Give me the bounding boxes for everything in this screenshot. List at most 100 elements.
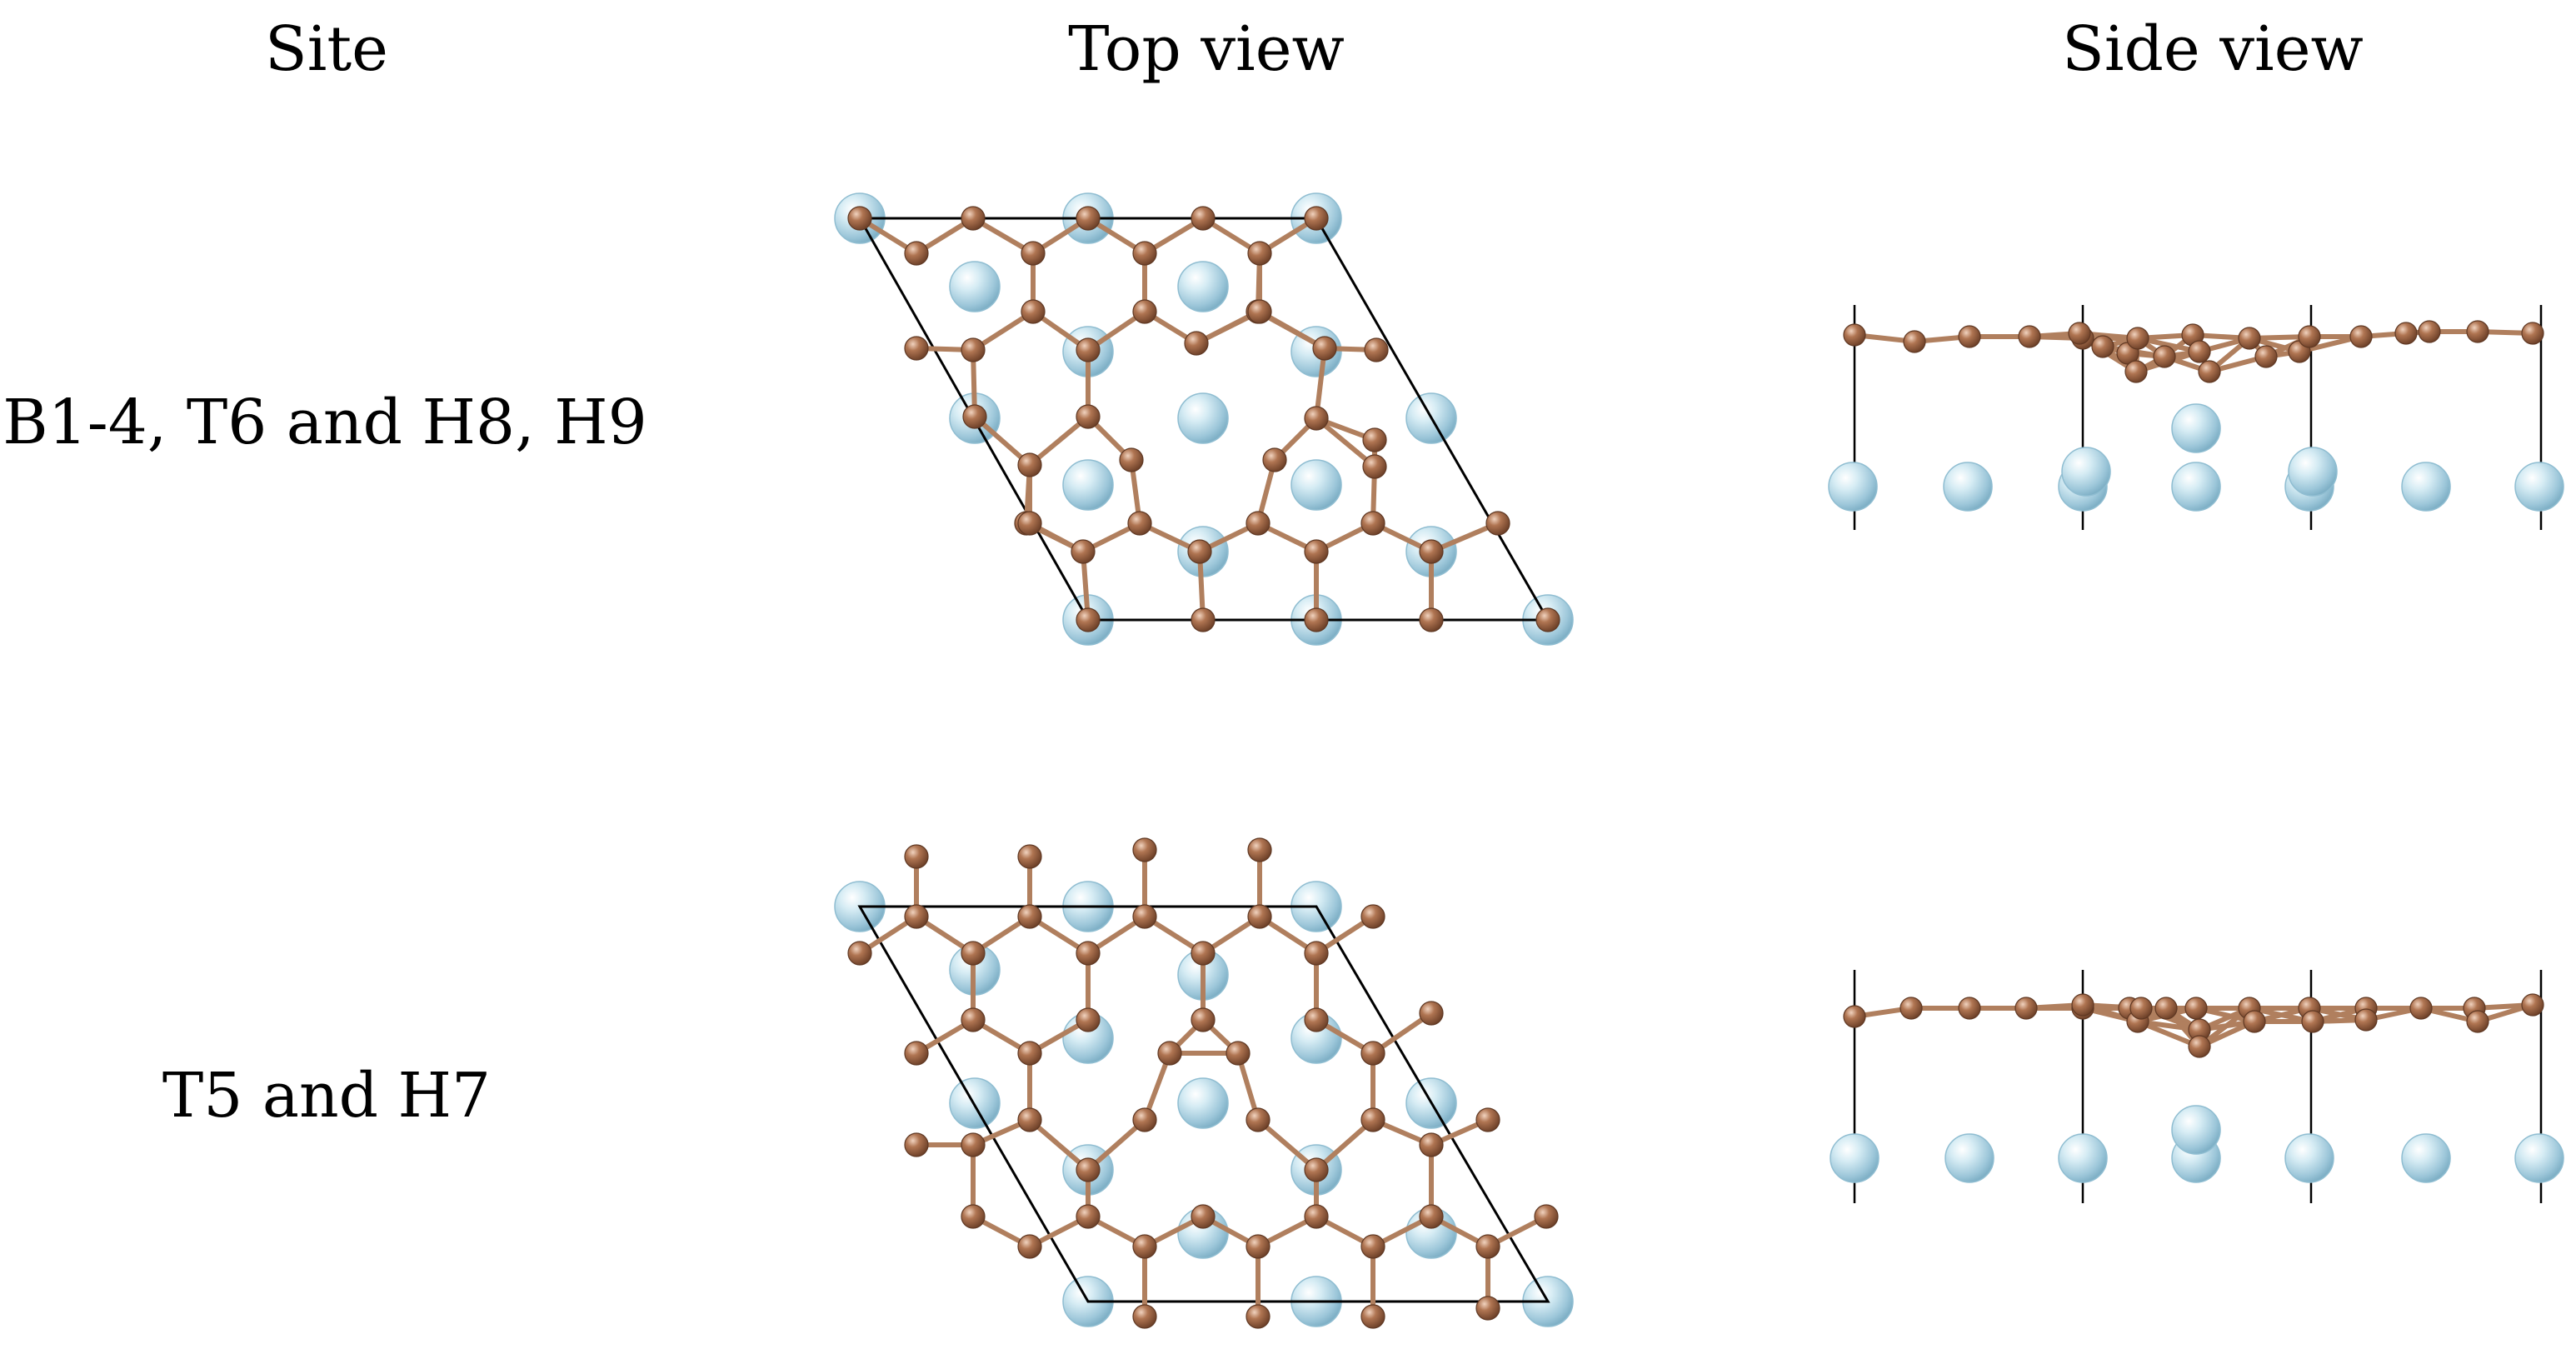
carbon-atom [2394,322,2418,345]
carbon-atom [2409,997,2433,1020]
carbon-atom [1419,539,1444,564]
carbon-atom [961,941,986,966]
column-header-side-view: Side view [2062,13,2364,85]
carbon-atom [1419,1132,1444,1157]
carbon-atom [961,1132,986,1157]
carbon-atom [2188,340,2211,363]
carbon-atom [1076,1157,1101,1182]
carbon-atom [1304,1204,1329,1229]
metal-atom [1290,459,1342,511]
carbon-atom [1485,511,1510,536]
metal-atom [2171,462,2221,512]
bond [972,414,1032,467]
carbon-atom [1360,904,1385,929]
carbon-atom [1362,427,1387,452]
carbon-atom [2521,322,2544,345]
carbon-atom [1191,206,1216,231]
bond [1314,1117,1375,1172]
metal-atom [2171,403,2221,453]
carbon-atom [904,1132,929,1157]
bond [1027,1117,1091,1172]
carbon-atom [1304,1007,1329,1032]
row-label-b1-4-t6-h8-h9: B1-4, T6 and H8, H9 [2,387,647,458]
side-view-2 [1830,970,2564,1203]
carbon-atom [2091,335,2114,358]
carbon-atom [1304,1157,1329,1182]
side-view-1 [1828,305,2564,530]
bond [1027,414,1091,467]
bond [1256,1117,1319,1172]
carbon-atom [1021,241,1046,266]
metal-atom [1177,1077,1229,1129]
carbon-atom [1360,1107,1385,1132]
carbon-atom [2126,327,2149,350]
carbon-atom [1076,1007,1101,1032]
carbon-atom [961,1007,986,1032]
carbon-atom [847,941,872,966]
carbon-atom [1017,904,1042,929]
carbon-atom [1132,1304,1157,1329]
carbon-atom [2129,997,2153,1020]
carbon-atom [2018,325,2041,348]
carbon-atom [1475,1107,1500,1132]
carbon-atom [1076,607,1101,632]
column-header-top-view: Top view [1068,13,1345,85]
carbon-atom [1958,997,1981,1020]
metal-atom [1830,1133,1880,1183]
carbon-atom [1312,336,1337,361]
metal-atom [2171,1105,2221,1155]
metal-atom [1177,392,1229,444]
carbon-atom [1475,1296,1500,1321]
carbon-atom [1132,837,1157,862]
top-view-1-metal-layer [834,192,1574,646]
carbon-atom [904,844,929,869]
row-label-t5-h7: T5 and H7 [162,1060,492,1132]
carbon-atom [1362,454,1387,479]
carbon-atom [1132,904,1157,929]
metal-atom [1062,459,1114,511]
metal-atom [2058,1133,2108,1183]
metal-atom [1943,462,1993,512]
column-header-site: Site [265,13,388,85]
carbon-atom [1419,1204,1444,1229]
carbon-atom [1017,844,1042,869]
metal-atom [2401,1133,2451,1183]
carbon-atom [1127,511,1152,536]
carbon-atom [2068,322,2091,345]
carbon-atom [2354,1008,2378,1032]
carbon-atom [2466,320,2489,343]
carbon-atom [1247,904,1272,929]
carbon-atom [904,1041,929,1066]
carbon-atom [1364,337,1389,362]
carbon-atom [847,206,872,231]
carbon-atom [1360,511,1385,536]
carbon-atom [1246,1234,1271,1259]
carbon-atom [1076,337,1101,362]
carbon-atom [2188,1035,2211,1058]
carbon-atom [1017,511,1042,536]
carbon-atom [904,336,929,361]
carbon-atom [1191,1204,1216,1229]
carbon-atom [1191,941,1216,966]
metal-atom [2288,447,2338,497]
carbon-atom [1132,299,1157,324]
carbon-atom [1157,1041,1182,1066]
carbon-atom [961,337,986,362]
carbon-atom [1184,331,1209,356]
carbon-atom [1843,323,1866,347]
carbon-atom [2184,997,2208,1020]
carbon-atom [2071,993,2094,1017]
carbon-atom [1021,299,1046,324]
carbon-atom [1017,1234,1042,1259]
carbon-atom [1247,299,1272,324]
carbon-atom [1958,325,1981,348]
carbon-atom [2466,1010,2489,1033]
carbon-atom [1903,330,1926,353]
carbon-atom [1017,1107,1042,1132]
carbon-atom [2349,325,2373,348]
carbon-atom [2238,327,2261,350]
carbon-atom [2198,360,2221,383]
carbon-atom [1076,941,1101,966]
metal-atom [2514,462,2564,512]
carbon-atom [1246,1107,1271,1132]
